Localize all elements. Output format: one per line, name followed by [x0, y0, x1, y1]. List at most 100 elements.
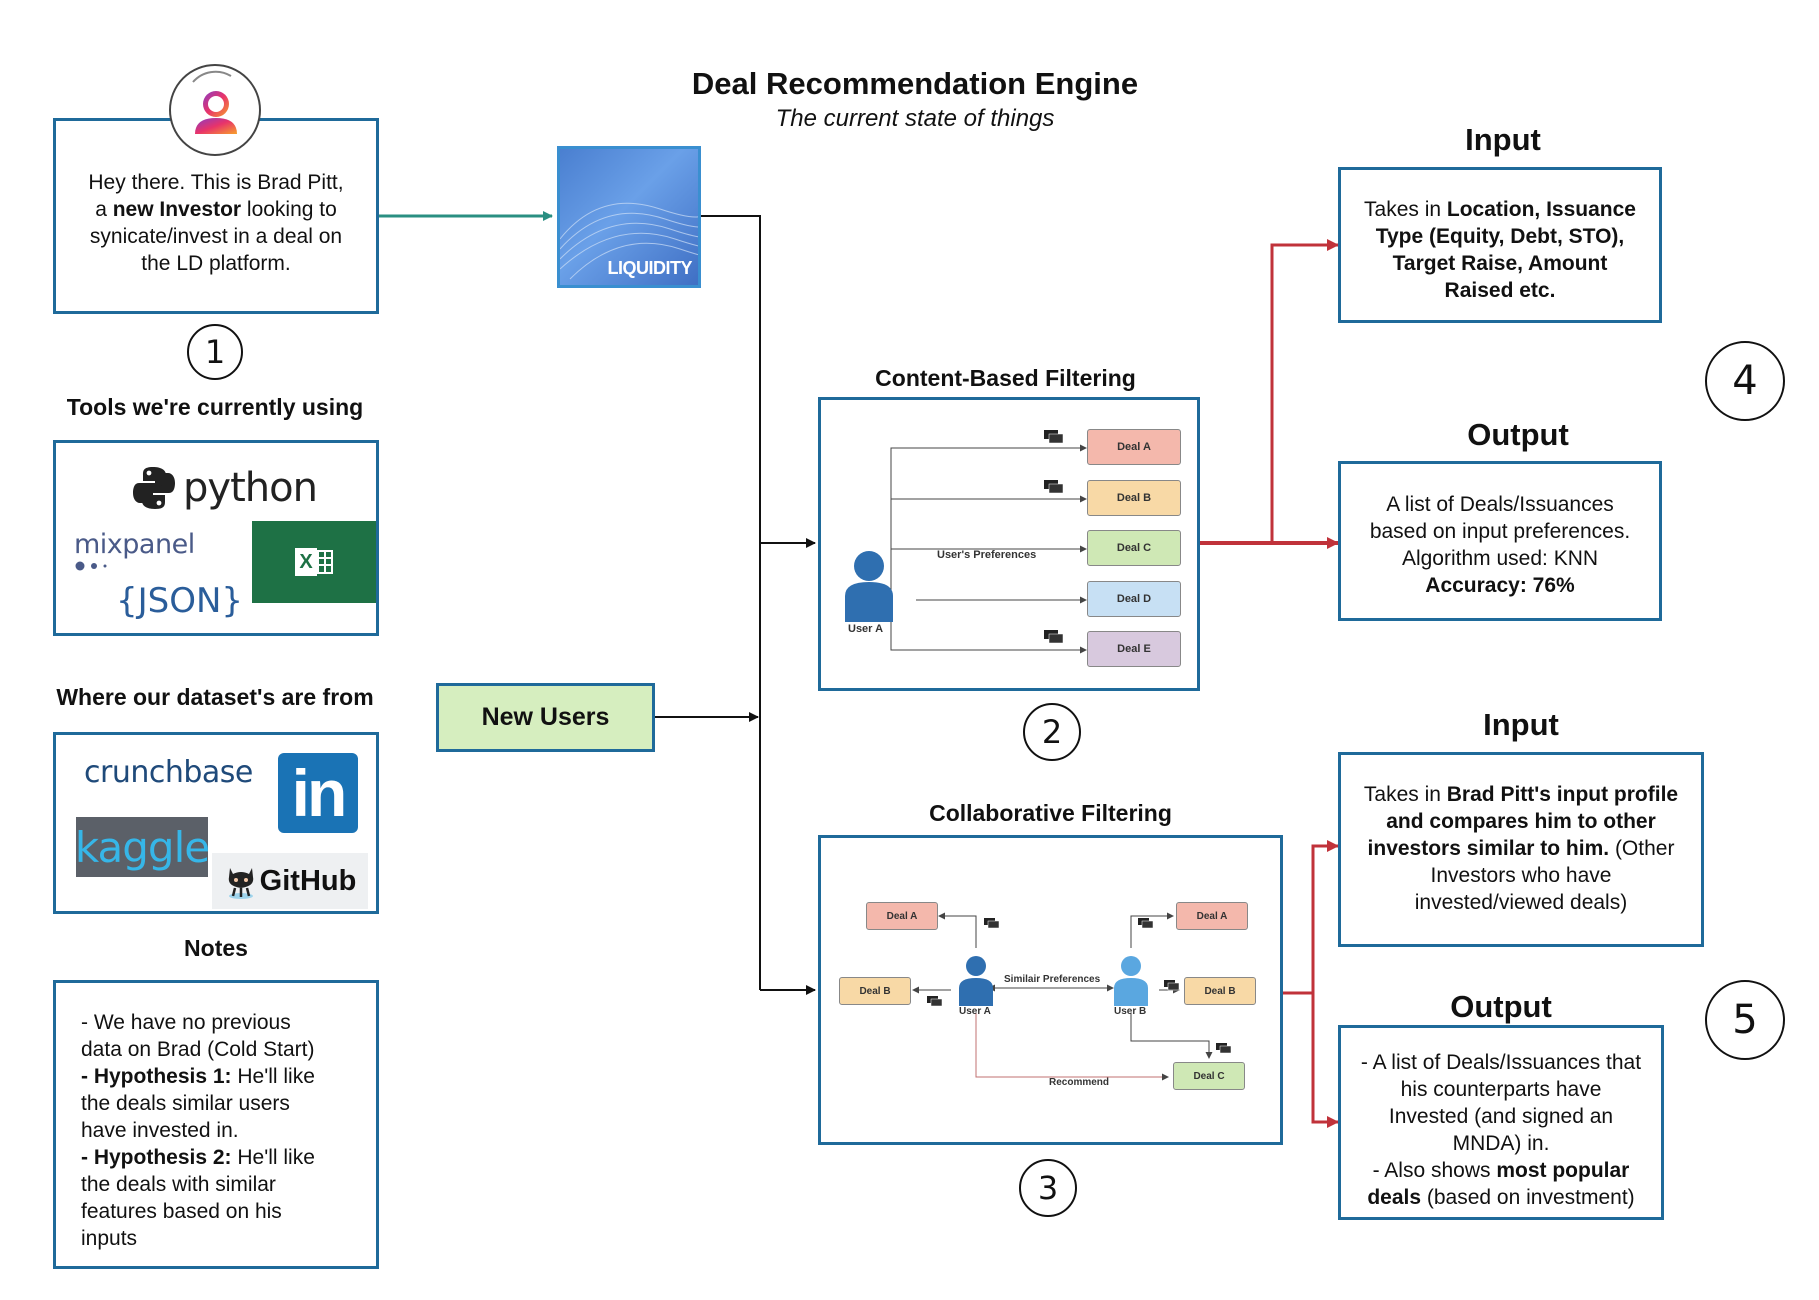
input-2-line-2: and compares him to other: [1386, 810, 1656, 833]
user-a-person-icon: [845, 551, 893, 622]
liquidity-to-trunk-line: [701, 215, 761, 990]
content-deal-c: Deal C: [1087, 530, 1181, 566]
content-deal-d: Deal D: [1087, 581, 1181, 617]
output-1-box: A list of Deals/Issuances based on input…: [1338, 461, 1662, 621]
tools-heading: Tools we're currently using: [66, 394, 364, 420]
content-user-a-label: User A: [848, 623, 884, 635]
collaborative-panel: Deal A Deal B Deal A Deal B Deal C Simil…: [818, 835, 1283, 1145]
liquidity-wave-icon: [560, 202, 698, 280]
collab-to-output-arrow: [1311, 993, 1339, 1128]
excel-logo: X: [252, 521, 376, 603]
step-number-2: 2: [1023, 703, 1081, 761]
step-number-3: 3: [1019, 1159, 1077, 1217]
github-logo: GitHub: [212, 853, 368, 909]
input-1-line-4: Raised etc.: [1444, 279, 1556, 302]
input-2-line-1: Takes in Brad Pitt's input profile: [1363, 783, 1679, 806]
notes-heading: Notes: [184, 935, 248, 961]
page-title: Deal Recommendation Engine: [691, 66, 1139, 101]
linkedin-logo: in: [278, 753, 358, 833]
input-1-line-1: Takes in Location, Issuance: [1364, 198, 1636, 221]
output-1-accuracy: Accuracy: 76%: [1425, 574, 1575, 597]
content-based-panel: Deal A Deal B Deal C Deal D Deal E User'…: [818, 397, 1200, 691]
output-2-box: - A list of Deals/Issuances that his cou…: [1338, 1025, 1664, 1220]
step-number-1: 1: [187, 324, 243, 380]
user-b-person-icon: [1114, 956, 1148, 1006]
linkedin-icon: in: [291, 756, 348, 830]
python-label: python: [183, 465, 318, 511]
intro-line-3: synicate/invest in a deal on: [89, 225, 343, 248]
collab-deal-b-left: Deal B: [839, 977, 911, 1005]
step-number-4: 4: [1705, 341, 1785, 421]
cash-icon: [984, 918, 1000, 929]
input-1-line-2: Type (Equity, Debt, STO),: [1375, 225, 1625, 248]
content-deal-e: Deal E: [1087, 631, 1181, 667]
collab-user-b-label: User B: [1114, 1006, 1147, 1017]
octocat-icon: [228, 868, 253, 899]
output-2-line-2: his counterparts have: [1400, 1078, 1602, 1101]
mixpanel-dots-icon: [75, 561, 107, 571]
input-1-box: Takes in Location, Issuance Type (Equity…: [1338, 167, 1662, 323]
mixpanel-logo: mixpanel: [74, 529, 195, 578]
output-2-line-3: Invested (and signed an: [1388, 1105, 1614, 1128]
new-users-box: New Users: [436, 683, 655, 752]
collab-deal-c: Deal C: [1173, 1062, 1245, 1090]
output-2-line-5: - Also shows most popular: [1372, 1159, 1630, 1182]
output-2-line-4: MNDA) in.: [1452, 1132, 1550, 1155]
cash-icon: [1044, 430, 1064, 444]
mixpanel-label: mixpanel: [74, 529, 195, 560]
content-deal-a: Deal A: [1087, 429, 1181, 465]
cash-icon: [1044, 480, 1064, 494]
content-to-input-arrow: [1196, 239, 1339, 545]
content-based-lines: [845, 430, 1087, 654]
kaggle-logo: kaggle: [74, 817, 210, 877]
python-icon: [133, 467, 175, 509]
collaborative-heading: Collaborative Filtering: [929, 800, 1172, 826]
python-logo: python: [131, 463, 318, 513]
collab-deal-a-right: Deal A: [1176, 902, 1248, 930]
note-line: inputs: [81, 1227, 138, 1250]
notes-box: - We have no previous data on Brad (Cold…: [53, 980, 379, 1269]
cash-icon: [1138, 918, 1154, 929]
user-avatar-icon: [192, 70, 237, 134]
cash-icon: [1044, 630, 1064, 644]
liquidity-label: LIQUIDITY: [607, 258, 693, 278]
content-deal-b: Deal B: [1087, 480, 1181, 516]
output-1-heading: Output: [1467, 417, 1569, 452]
note-line: - We have no previous: [81, 1011, 291, 1034]
input-2-heading: Input: [1483, 707, 1559, 742]
output-1-line-3: Algorithm used: KNN: [1401, 547, 1599, 570]
github-label: GitHub: [259, 864, 357, 897]
input-2-box: Takes in Brad Pitt's input profile and c…: [1338, 752, 1704, 947]
input-1-heading: Input: [1465, 122, 1541, 157]
intro-line-2: a new Investor looking to: [95, 198, 337, 221]
tools-box: python mixpanel {JSON} X: [53, 440, 379, 636]
collab-deal-b-right: Deal B: [1184, 977, 1256, 1005]
collab-user-a-label: User A: [959, 1006, 991, 1017]
note-hypothesis-2: - Hypothesis 2: He'll like: [81, 1146, 315, 1169]
collaborative-lines: [912, 912, 1232, 1081]
content-based-heading: Content-Based Filtering: [875, 365, 1136, 391]
similar-preferences-label: Similair Preferences: [1004, 974, 1101, 985]
input-2-line-5: invested/viewed deals): [1414, 891, 1628, 914]
input-2-line-4: Investors who have: [1430, 864, 1612, 887]
kaggle-label: kaggle: [74, 822, 210, 872]
avatar: [169, 64, 261, 156]
note-line: data on Brad (Cold Start): [81, 1038, 315, 1061]
cash-icon: [1216, 1043, 1232, 1054]
collab-to-input-arrow: [1283, 840, 1339, 995]
user-a-person-icon: [959, 956, 993, 1006]
recommend-label: Recommend: [1049, 1077, 1110, 1088]
note-line: have invested in.: [81, 1119, 239, 1142]
intro-line-1: Hey there. This is Brad Pitt,: [88, 171, 344, 194]
users-preferences-label: User's Preferences: [937, 549, 1037, 561]
excel-grid-icon: [317, 550, 333, 574]
note-line: features based on his: [81, 1200, 282, 1223]
output-2-line-6: deals (based on investment): [1367, 1186, 1635, 1209]
liquidity-logo: LIQUIDITY: [557, 146, 701, 288]
step-number-5: 5: [1705, 980, 1785, 1060]
json-logo: {JSON}: [116, 581, 244, 621]
intro-line-4: the LD platform.: [141, 252, 291, 275]
page-subtitle: The current state of things: [775, 105, 1055, 132]
cash-icon: [927, 996, 943, 1007]
